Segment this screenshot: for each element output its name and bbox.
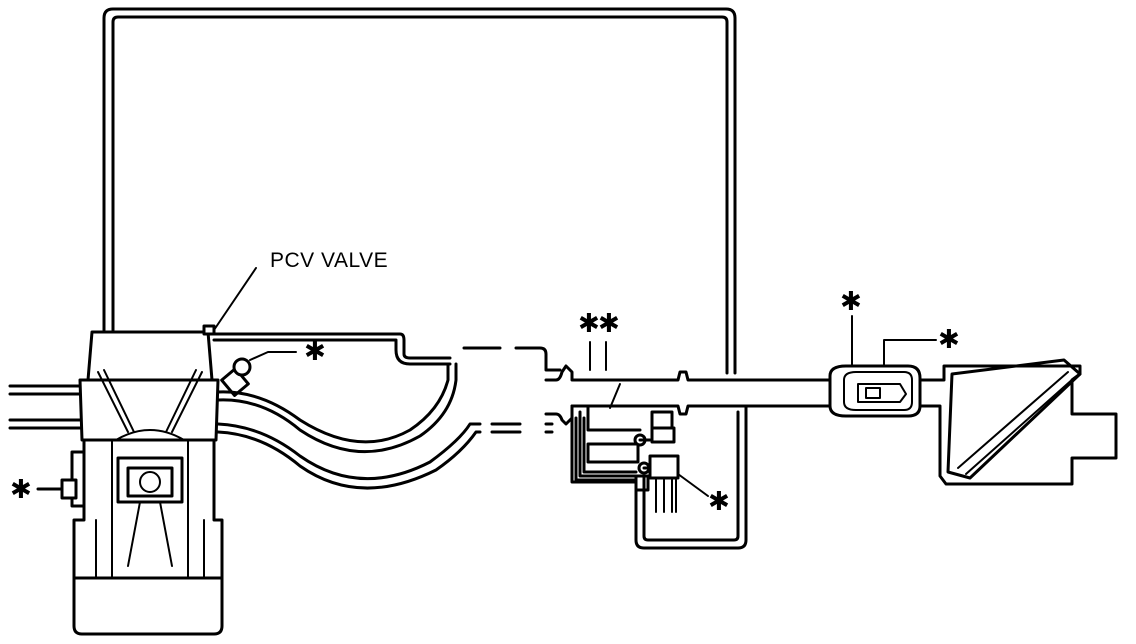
asterisk-marker-airflow-top: ✱ <box>840 287 862 317</box>
asterisk-marker-head-sensor: ✱ <box>304 337 326 367</box>
intake-hose <box>216 362 522 490</box>
pcv-hose <box>212 332 562 372</box>
asterisk-marker-airflow-right: ✱ <box>938 325 960 355</box>
asterisk-marker-throttle-2: ✱ <box>598 309 620 339</box>
throttle-body <box>574 341 680 513</box>
head-sensor <box>220 351 297 397</box>
asterisk-marker-throttle-1: ✱ <box>578 309 600 339</box>
intake-manifold-left <box>8 384 82 430</box>
asterisk-marker-engine-sensor: ✱ <box>10 475 32 505</box>
pcv-valve <box>202 267 257 336</box>
asterisk-marker-idle-control: ✱ <box>708 487 730 517</box>
engine-sensor <box>36 450 86 508</box>
pcv-valve-label: PCV VALVE <box>270 249 388 272</box>
idle-control-leader <box>677 473 709 497</box>
air-cleaner <box>918 358 1118 486</box>
main-intake-pipe <box>544 364 832 434</box>
air-flow-meter <box>828 315 937 418</box>
fresh-air-hose <box>102 7 737 375</box>
engine-block <box>72 330 224 636</box>
surge-tank <box>570 404 748 550</box>
